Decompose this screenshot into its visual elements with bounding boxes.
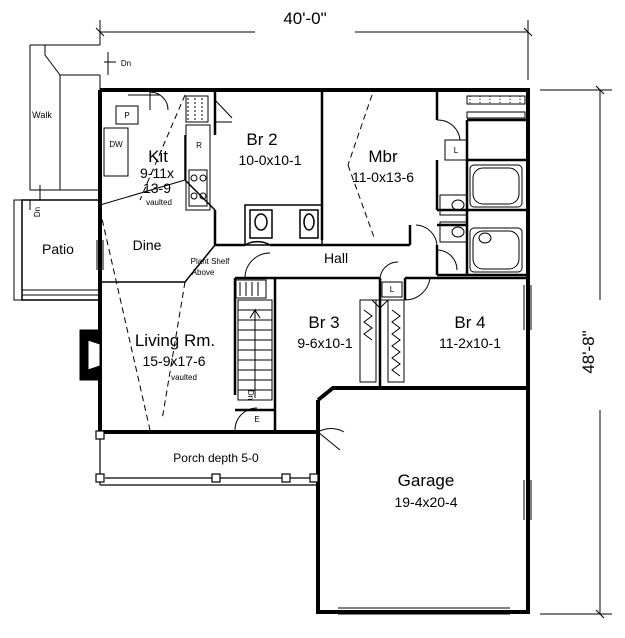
- dine-label: Dine: [133, 237, 162, 253]
- living-label: Living Rm.: [135, 331, 215, 350]
- kit-label: Kit: [148, 147, 168, 166]
- linen-hall-label: L: [390, 285, 395, 294]
- kit-note: vaulted: [146, 198, 172, 207]
- patio-label: Patio: [42, 241, 74, 257]
- width-dimension: 40'-0": [283, 9, 326, 28]
- br2-size: 10-0x10-1: [238, 152, 301, 168]
- walk-and-patio: [13, 44, 101, 301]
- plant-shelf: [235, 279, 267, 299]
- br2-closet: [214, 99, 233, 123]
- down-top-label: Dn: [121, 59, 131, 68]
- kit-size-1: 9-11x: [140, 165, 174, 181]
- closet-shelving: [359, 95, 526, 383]
- mbr-label: Mbr: [368, 147, 398, 166]
- br3-size: 9-6x10-1: [297, 335, 352, 351]
- plant-shelf-label-2: Above: [192, 268, 215, 277]
- br3-label: Br 3: [308, 313, 339, 332]
- porch: [95, 430, 319, 486]
- vault-lines: [99, 94, 376, 431]
- master-bath: [436, 119, 523, 273]
- down-stair-label: Dn: [246, 390, 255, 400]
- living-size: 15-9x17-6: [142, 353, 205, 369]
- br2-label: Br 2: [246, 130, 277, 149]
- down-arrow-top: [36, 52, 116, 200]
- porch-label: Porch depth 5-0: [173, 451, 259, 465]
- br4-size: 11-2x10-1: [439, 335, 501, 351]
- garage-size: 19-4x20-4: [394, 494, 457, 510]
- fireplace: [79, 329, 101, 381]
- garage-label: Garage: [398, 471, 455, 490]
- pantry-label: P: [124, 111, 129, 120]
- living-note: vaulted: [171, 373, 197, 382]
- entry-label: E: [254, 415, 259, 424]
- stairs: [234, 299, 273, 431]
- br4-label: Br 4: [454, 313, 485, 332]
- hall-doors: [244, 224, 438, 301]
- hall-bath: [244, 204, 323, 246]
- depth-dimension: 48'-8": [579, 330, 598, 373]
- garage-doors: [317, 428, 532, 615]
- hall-label: Hall: [324, 250, 348, 266]
- down-side-label: Dn: [33, 207, 42, 217]
- linen-mbr-label: L: [454, 146, 459, 155]
- kitchen-counters: [103, 91, 211, 211]
- plant-shelf-label-1: Plant Shelf: [191, 257, 230, 266]
- interior-walls: [99, 90, 528, 432]
- mbr-size: 11-0x13-6: [352, 169, 414, 185]
- dimension-lines: [95, 20, 612, 619]
- kit-size-2: 13-9: [143, 180, 171, 196]
- walk-label: Walk: [32, 110, 52, 120]
- refrigerator-label: R: [196, 141, 202, 150]
- dishwasher-label: DW: [109, 140, 123, 149]
- windows: [96, 240, 532, 330]
